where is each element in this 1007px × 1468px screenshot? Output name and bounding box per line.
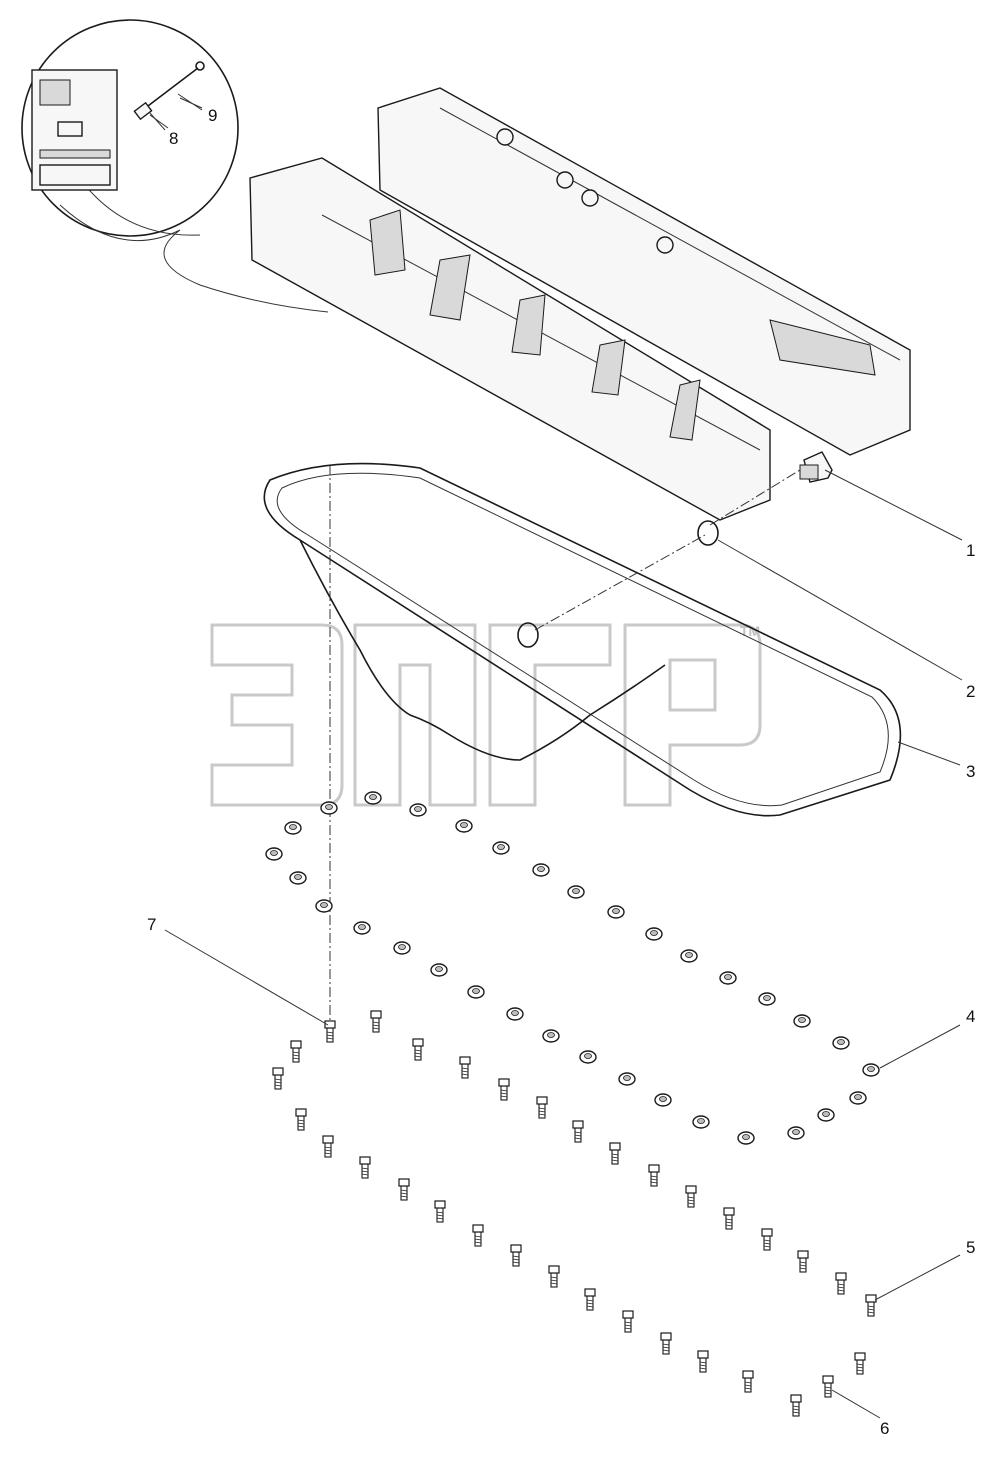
detail-view-circle	[21, 19, 329, 313]
washer-icon	[680, 949, 698, 963]
washer-icon	[532, 863, 550, 877]
bolt-icon	[322, 1135, 334, 1158]
bolt-icon	[398, 1178, 410, 1201]
washer-icon	[265, 847, 283, 861]
washer-group	[265, 791, 880, 1145]
bolt-icon	[359, 1156, 371, 1179]
bolt-icon	[790, 1394, 802, 1417]
bolt-icon	[584, 1288, 596, 1311]
washer-icon	[289, 871, 307, 885]
bolt-icon	[723, 1207, 735, 1230]
bolt-icon	[685, 1185, 697, 1208]
washer-icon	[607, 905, 625, 919]
callout-3: 3	[966, 762, 975, 781]
bolt-icon	[742, 1370, 754, 1393]
bolt-icon	[761, 1228, 773, 1251]
washer-icon	[542, 1029, 560, 1043]
washer-icon	[364, 791, 382, 805]
washer-icon	[506, 1007, 524, 1021]
washer-icon	[353, 921, 371, 935]
washer-icon	[315, 899, 333, 913]
callout-8: 8	[169, 129, 178, 148]
washer-icon	[737, 1131, 755, 1145]
washer-icon	[467, 985, 485, 999]
bolt-icon	[835, 1272, 847, 1295]
washer-icon	[787, 1126, 805, 1140]
dipstick-icon	[139, 67, 199, 113]
washer-icon	[320, 801, 338, 815]
bolt-icon	[370, 1010, 382, 1033]
washer-icon	[492, 841, 510, 855]
bolt-icon	[510, 1244, 522, 1267]
washer-icon	[719, 971, 737, 985]
bolt-icon	[622, 1310, 634, 1333]
bolt-icon	[865, 1294, 877, 1317]
bolt-icon	[272, 1067, 284, 1090]
leader-lines	[149, 97, 963, 1419]
callout-4: 4	[966, 1007, 975, 1026]
washer-icon	[618, 1072, 636, 1086]
bolt-icon	[536, 1096, 548, 1119]
callout-5: 5	[966, 1238, 975, 1257]
bolt-icon	[854, 1352, 866, 1375]
callout-2: 2	[966, 682, 975, 701]
washer-icon	[758, 992, 776, 1006]
oil-pan-gasket-icon	[263, 462, 902, 817]
washer-icon	[284, 821, 302, 835]
washer-icon	[849, 1091, 867, 1105]
bolt-icon	[472, 1224, 484, 1247]
washer-icon	[430, 963, 448, 977]
washer-icon	[409, 803, 427, 817]
callout-1: 1	[966, 541, 975, 560]
bolt-icon	[295, 1108, 307, 1131]
seal-ring-icon	[697, 520, 719, 546]
bolt-icon	[797, 1250, 809, 1273]
dipstick-tube-icon	[133, 101, 153, 121]
bolt-icon	[412, 1038, 424, 1061]
bolt-icon	[498, 1078, 510, 1101]
bolt-icon	[434, 1200, 446, 1223]
washer-icon	[645, 927, 663, 941]
bolt-icon	[290, 1040, 302, 1063]
drain-plug-icon	[799, 451, 833, 483]
bolt-icon	[548, 1265, 560, 1288]
bolt-icon	[459, 1056, 471, 1079]
washer-icon	[579, 1050, 597, 1064]
washer-icon	[862, 1063, 880, 1077]
bolt-group	[272, 1010, 877, 1417]
washer-icon	[817, 1108, 835, 1122]
seal-ring-inner-icon	[517, 622, 539, 648]
washer-icon	[692, 1115, 710, 1129]
washer-icon	[567, 885, 585, 899]
bolt-icon	[609, 1142, 621, 1165]
bolt-icon	[660, 1332, 672, 1355]
bolt-icon	[572, 1120, 584, 1143]
callout-7: 7	[147, 915, 156, 934]
washer-icon	[654, 1093, 672, 1107]
bolt-icon	[697, 1350, 709, 1373]
engine-block-icon	[249, 87, 911, 521]
watermark-logo: TM	[210, 623, 762, 807]
bolt-icon	[648, 1164, 660, 1187]
bolt-icon	[324, 1020, 336, 1043]
bolt-icon	[822, 1375, 834, 1398]
washer-icon	[832, 1036, 850, 1050]
callout-9: 9	[208, 106, 217, 125]
washer-icon	[393, 941, 411, 955]
callout-6: 6	[880, 1419, 889, 1438]
washer-icon	[455, 819, 473, 833]
washer-icon	[793, 1014, 811, 1028]
